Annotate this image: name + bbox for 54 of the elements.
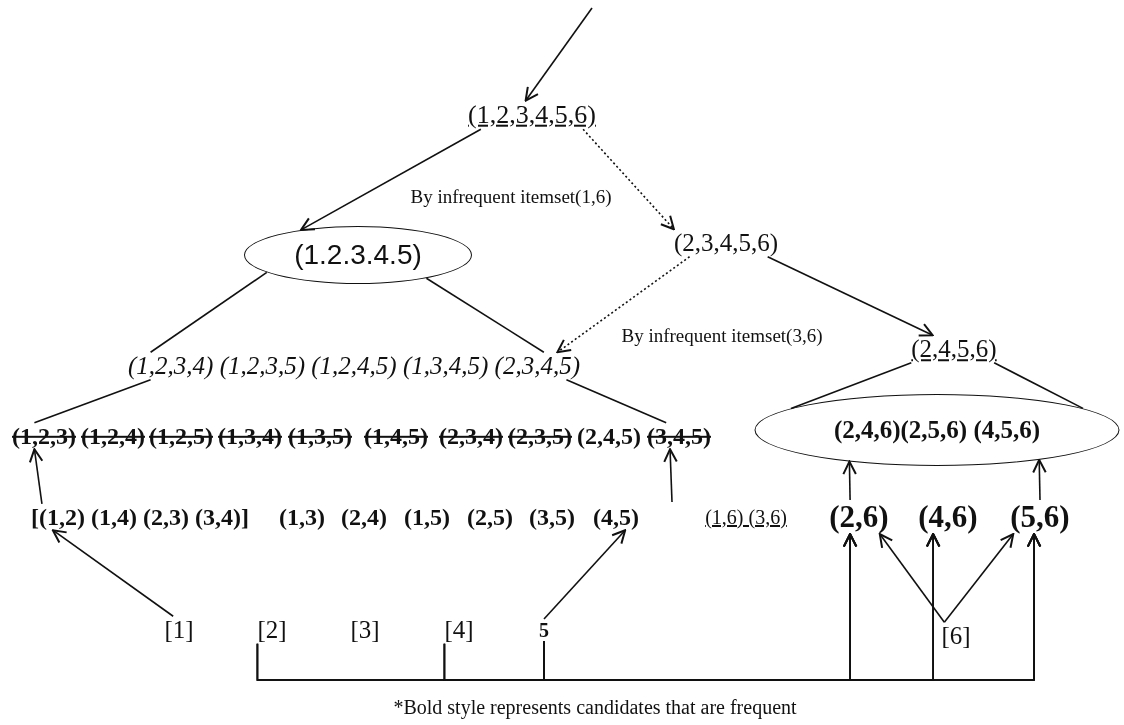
step-number: [6] <box>941 622 971 650</box>
connector-line <box>790 361 913 410</box>
arrow <box>51 529 174 618</box>
step-number: [1] <box>164 616 194 644</box>
connector-line <box>425 277 545 354</box>
edge-label: By infrequent itemset(3,6) <box>619 325 825 347</box>
itemset-text: (1,3,4) <box>218 422 282 450</box>
dotted-arrow <box>556 255 691 354</box>
itemset-text: (4,5) <box>593 503 639 531</box>
edge-label: By infrequent itemset(1,6) <box>408 186 614 208</box>
itemset-text: (2,6) <box>829 499 889 535</box>
itemset-text: (2,4,5) <box>577 422 641 450</box>
caption: *Bold style represents candidates that are frequent <box>393 696 797 718</box>
itemset-text: (1,2,3) <box>12 422 76 450</box>
arrow <box>663 448 678 503</box>
itemset-text: (5,6) <box>1010 499 1070 535</box>
arrow <box>943 533 1015 624</box>
itemset-text: (2,5) <box>467 503 513 531</box>
arrow <box>28 448 44 505</box>
itemset-text: [(1,2) (1,4) (2,3) (3,4)] <box>31 503 249 531</box>
itemset-text: (1,4,5) <box>364 422 428 450</box>
arrow <box>766 255 934 337</box>
itemset-text: (2,4) <box>341 503 387 531</box>
dotted-arrow <box>582 128 675 231</box>
step-number: 5 <box>539 619 549 641</box>
step-number: [3] <box>350 616 380 644</box>
itemset-text: (4,6) <box>918 499 978 535</box>
arrow <box>300 128 482 231</box>
arrow <box>1032 458 1047 501</box>
itemset-text: (2,4,5,6) <box>911 335 997 363</box>
itemset-text: (1,5) <box>404 503 450 531</box>
itemset-text: (3,4,5) <box>647 422 711 450</box>
arrow <box>543 529 627 620</box>
itemset-text: (2,3,4) <box>439 422 503 450</box>
itemset-text: (2,3,4,5,6) <box>673 229 779 257</box>
connector-line <box>33 378 152 424</box>
itemset-text: (1,2,3,4,5,6) <box>468 100 596 130</box>
arrow <box>842 460 857 501</box>
connector-line <box>565 378 667 424</box>
itemset-text: (3,5) <box>529 503 575 531</box>
connector-line <box>149 271 268 354</box>
itemset-text: (1,3) <box>279 503 325 531</box>
itemset-text: (1,2,5) <box>149 422 213 450</box>
itemset-text: (1,3,5) <box>288 422 352 450</box>
arrow <box>524 7 593 102</box>
arrow <box>543 533 1042 681</box>
itemset-text: (1,2,3,4) (1,2,3,5) (1,2,4,5) (1,3,4,5) (2,3,4,5) <box>128 352 580 380</box>
connector-line <box>993 361 1084 410</box>
step-number: [4] <box>444 616 474 644</box>
arrow <box>878 533 946 624</box>
itemset-text: (1,2,4) <box>81 422 145 450</box>
itemset-text: (1,6) (3,6) <box>705 506 787 528</box>
step-number: [2] <box>257 616 287 644</box>
itemset-text: (2,3,5) <box>508 422 572 450</box>
